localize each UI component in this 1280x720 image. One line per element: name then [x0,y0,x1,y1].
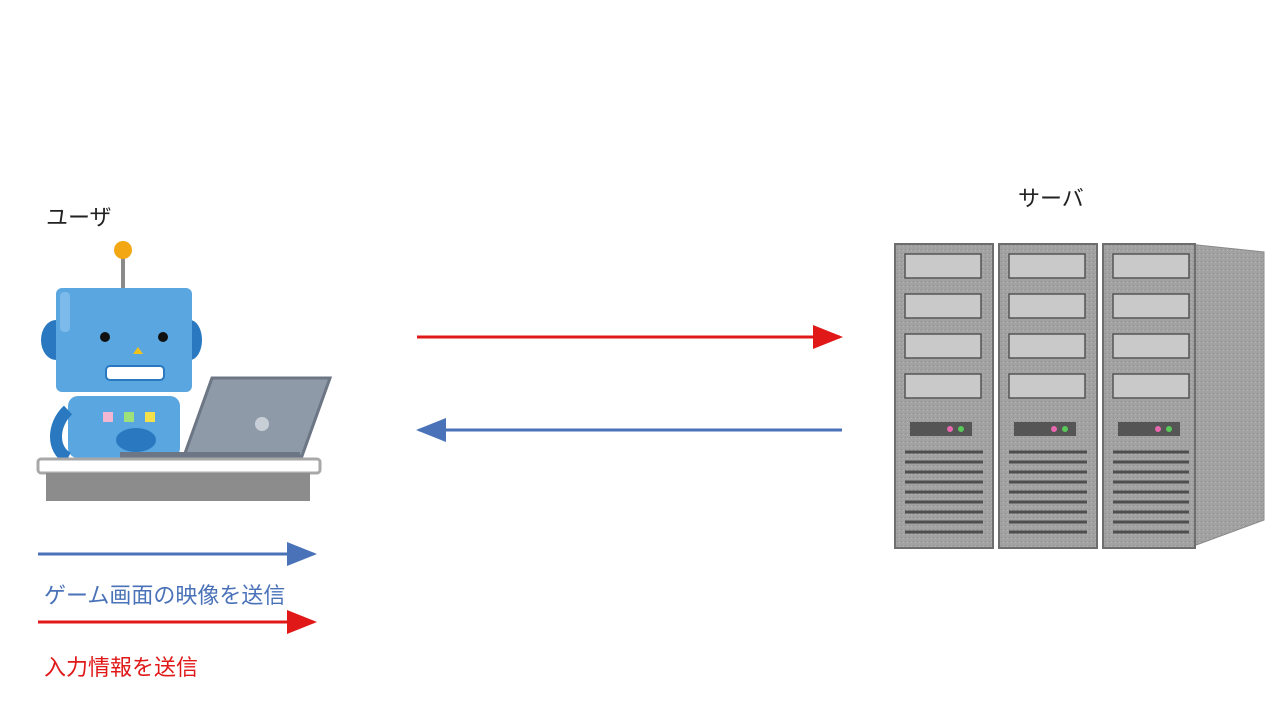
laptop-icon [120,376,333,460]
robot-user-icon [41,241,202,464]
legend-video-text: ゲーム画面の映像を送信 [44,584,286,609]
desk-icon [36,457,322,501]
server-rack-icon [894,243,1265,549]
user-label: ユーザ [46,206,112,231]
legend-input-text: 入力情報を送信 [44,656,199,681]
server-label: サーバ [1018,187,1084,212]
